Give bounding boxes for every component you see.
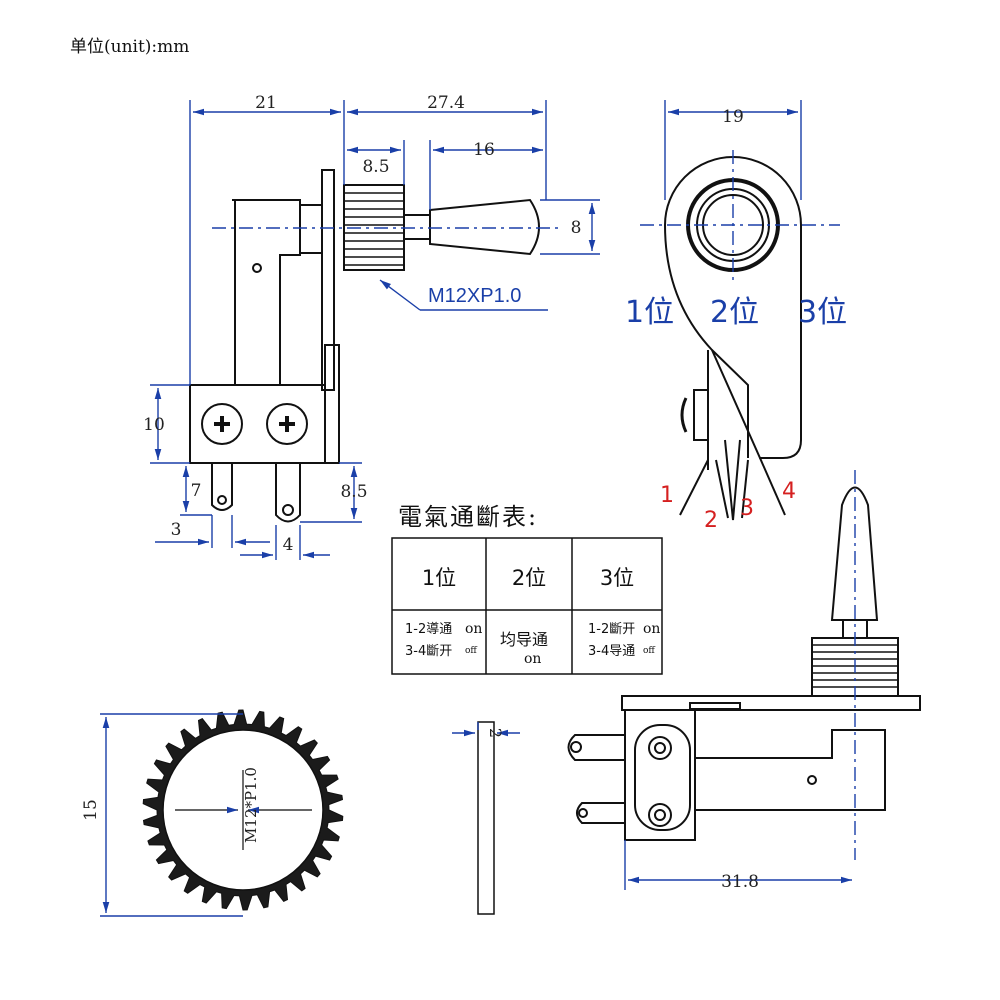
dim-10: 10 (143, 415, 165, 435)
terminal-2-label: 2 (704, 508, 718, 533)
rear-view (567, 486, 921, 841)
table-header-1: 1位 (422, 566, 456, 590)
nut-thread-label: M12*P1.0 (242, 767, 260, 843)
dim-4: 4 (283, 535, 294, 555)
table-cell-3-off: off (643, 646, 655, 656)
table-title: 電氣通斷表: (398, 503, 538, 531)
dim-15: 15 (81, 799, 101, 821)
dim-16: 16 (473, 140, 495, 160)
position-1-label: 1位 (625, 295, 674, 330)
table-header-3: 3位 (600, 566, 634, 590)
dim-21: 21 (255, 93, 277, 113)
unit-label: 单位(unit):mm (70, 37, 189, 57)
table-cell-2-text: 均导通 (500, 630, 548, 649)
dim-19: 19 (722, 107, 744, 127)
table-cell-1-line1: 1-2導通 (405, 622, 452, 637)
table-cell-1-line2: 3-4斷开 (405, 644, 452, 659)
terminal-3-label: 3 (740, 496, 754, 521)
table-cell-3-on: on (643, 621, 660, 637)
table-cell-1-on: on (465, 621, 482, 637)
front-dimensions (640, 100, 840, 280)
side-dimensions (150, 100, 600, 560)
terminal-4-label: 4 (782, 479, 796, 504)
table-cell-2-on: on (524, 651, 541, 667)
nut-dimensions (100, 713, 312, 917)
front-texts: 19 1位 2位 3位 1 2 3 4 (625, 107, 847, 533)
table-header-2: 2位 (512, 566, 546, 590)
rear-dimensions (624, 470, 856, 890)
thread-label: M12XP1.0 (428, 285, 521, 307)
dim-8-5-top: 8.5 (362, 157, 389, 177)
side-dimension-texts: 21 27.4 8.5 16 8 10 7 8.5 3 4 M12XP1.0 (143, 93, 581, 555)
washer-side: 2 (452, 721, 520, 915)
dim-31-8: 31.8 (721, 872, 759, 892)
nut-texts: 15 M12*P1.0 (81, 767, 260, 843)
terminal-1-label: 1 (660, 483, 674, 508)
table-cell-3-line2: 3-4导通 (588, 644, 635, 659)
side-view (189, 169, 540, 523)
dim-7: 7 (191, 481, 202, 501)
dim-3: 3 (171, 520, 182, 540)
continuity-table: 電氣通斷表: 1位 2位 3位 1-2導通 on 3-4斷开 off 均导通 o… (391, 503, 663, 675)
position-3-label: 3位 (798, 295, 847, 330)
table-cell-1-off: off (465, 646, 477, 656)
dim-2: 2 (486, 728, 505, 738)
dim-8: 8 (571, 218, 582, 238)
dim-8-5-side: 8.5 (340, 482, 367, 502)
table-cell-3-line1: 1-2斷开 (588, 622, 635, 637)
dim-27-4: 27.4 (427, 93, 465, 113)
position-2-label: 2位 (710, 295, 759, 330)
